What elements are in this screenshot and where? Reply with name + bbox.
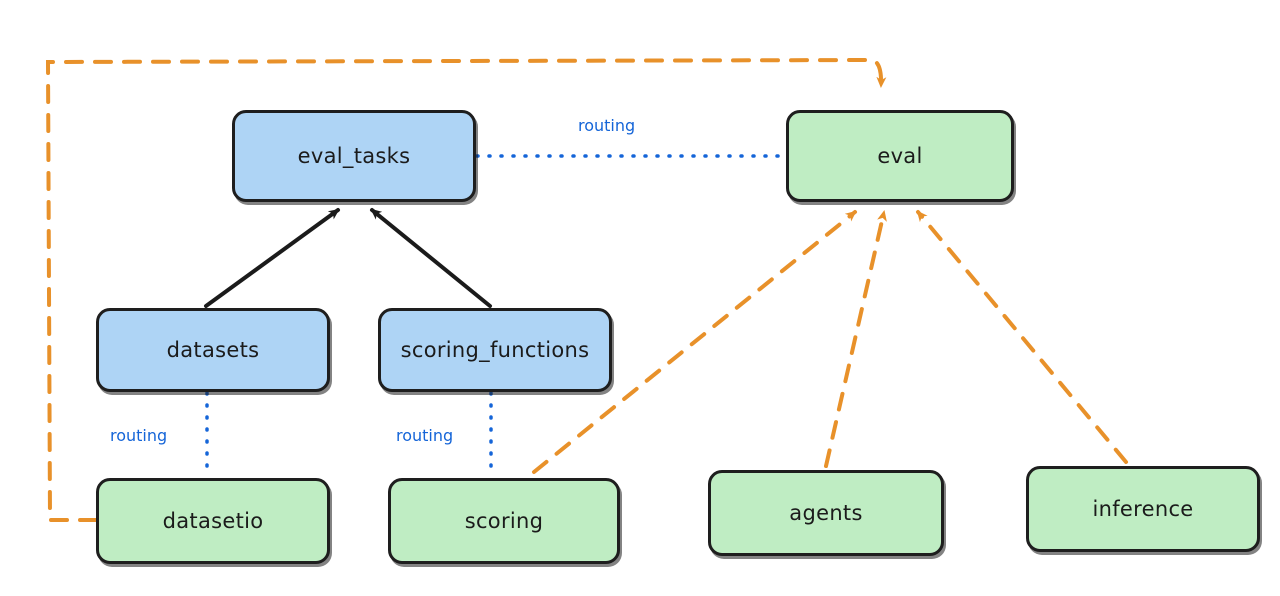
edge-agents-to-eval — [824, 210, 887, 468]
node-label: eval — [877, 144, 923, 168]
node-label: inference — [1092, 497, 1194, 521]
node-label: datasets — [166, 338, 260, 362]
edge-label-routing-eval-tasks-eval: routing — [578, 116, 636, 135]
node-label: agents — [789, 501, 863, 525]
edge-scoring_functions-to-eval_tasks — [370, 208, 492, 308]
node-datasets[interactable]: datasets — [96, 308, 330, 392]
node-agents[interactable]: agents — [708, 470, 944, 556]
edge-label-routing-datasets-datasetio: routing — [110, 426, 168, 445]
node-scoring-functions[interactable]: scoring_functions — [378, 308, 612, 392]
node-eval-tasks[interactable]: eval_tasks — [232, 110, 476, 202]
node-label: scoring_functions — [400, 338, 590, 362]
node-datasetio[interactable]: datasetio — [96, 478, 330, 564]
edge-datasetio-to-eval — [45, 57, 887, 522]
node-label: datasetio — [162, 509, 264, 533]
edge-datasets-to-eval_tasks — [204, 208, 340, 308]
node-inference[interactable]: inference — [1026, 466, 1260, 552]
edge-scoring-to-eval — [532, 210, 857, 474]
edge-inference-to-eval — [916, 210, 1128, 464]
edge-label-routing-scoring-functions-scoring: routing — [396, 426, 454, 445]
node-eval[interactable]: eval — [786, 110, 1014, 202]
node-scoring[interactable]: scoring — [388, 478, 620, 564]
node-label: scoring — [464, 509, 544, 533]
node-label: eval_tasks — [297, 144, 411, 168]
